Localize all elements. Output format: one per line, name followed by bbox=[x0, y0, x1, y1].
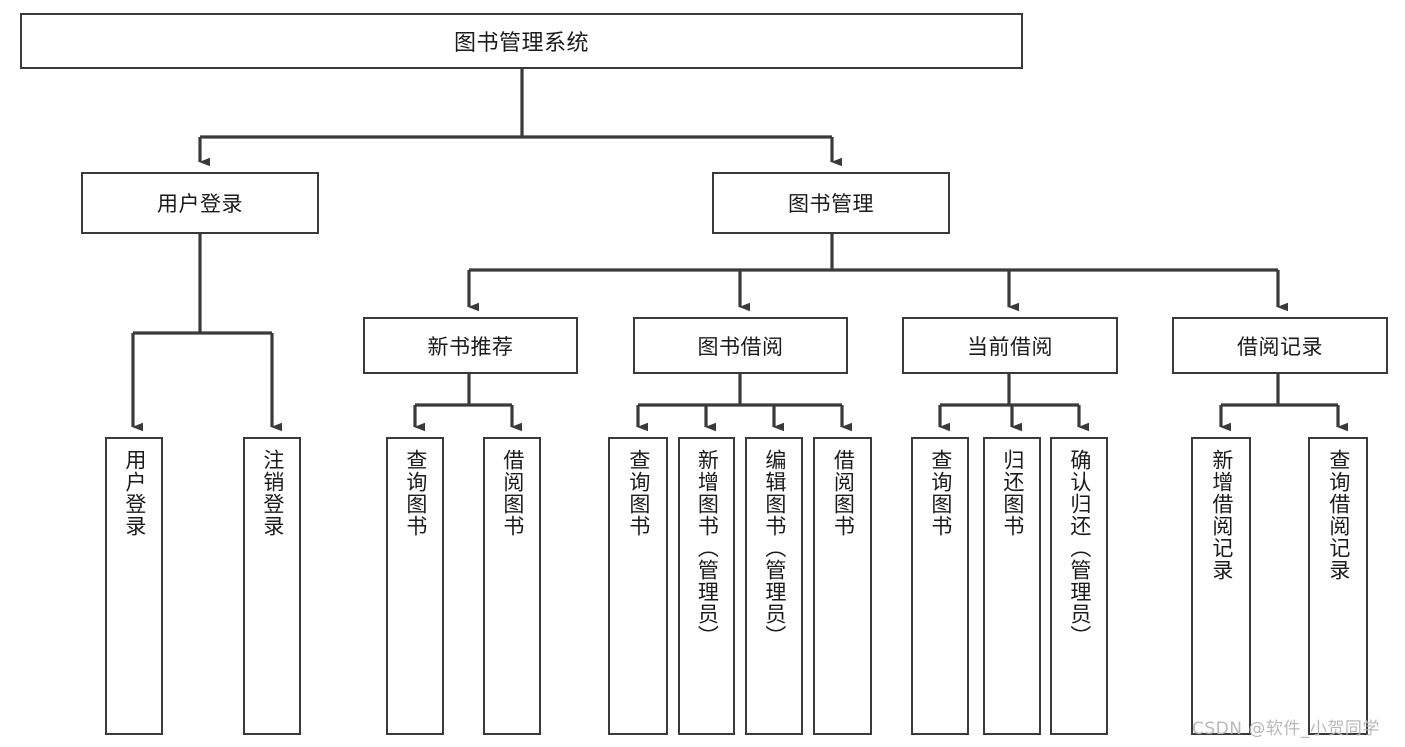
node-leaf-query-book-borrow[interactable]: 查询图书 bbox=[608, 437, 668, 735]
node-borrow-record-label: 借阅记录 bbox=[1237, 334, 1323, 359]
node-leaf-borrow-book[interactable]: 借阅图书 bbox=[813, 437, 872, 735]
node-leaf-borrow-book-label: 借阅图书 bbox=[831, 449, 856, 537]
node-new-book-recommend[interactable]: 新书推荐 bbox=[363, 317, 578, 374]
node-leaf-logout-login-label: 注销登录 bbox=[260, 449, 285, 537]
node-new-book-recommend-label: 新书推荐 bbox=[427, 334, 514, 359]
node-leaf-confirm-return[interactable]: 确认归还（管理员） bbox=[1050, 437, 1108, 735]
node-current-borrow[interactable]: 当前借阅 bbox=[902, 317, 1118, 374]
node-leaf-return-book[interactable]: 归还图书 bbox=[983, 437, 1041, 735]
node-leaf-add-book-admin[interactable]: 新增图书（管理员） bbox=[678, 437, 735, 735]
node-leaf-user-login[interactable]: 用户登录 bbox=[105, 437, 163, 735]
node-leaf-borrow-book-rec-label: 借阅图书 bbox=[500, 449, 525, 537]
node-leaf-edit-book-admin-label: 编辑图书（管理员） bbox=[762, 449, 787, 647]
node-leaf-query-borrow-record-label: 查询借阅记录 bbox=[1326, 449, 1351, 581]
node-leaf-add-borrow-record[interactable]: 新增借阅记录 bbox=[1191, 437, 1251, 735]
node-book-manage[interactable]: 图书管理 bbox=[712, 172, 950, 234]
csdn-watermark: CSDN @软件_小贺同学 bbox=[1192, 719, 1380, 739]
node-book-borrow[interactable]: 图书借阅 bbox=[633, 317, 848, 374]
node-leaf-add-borrow-record-label: 新增借阅记录 bbox=[1209, 449, 1234, 581]
node-leaf-query-borrow-record[interactable]: 查询借阅记录 bbox=[1308, 437, 1368, 735]
node-leaf-query-book-current-label: 查询图书 bbox=[928, 449, 953, 537]
node-user-login[interactable]: 用户登录 bbox=[81, 172, 319, 234]
node-leaf-query-book-rec[interactable]: 查询图书 bbox=[386, 437, 444, 735]
node-root-label: 图书管理系统 bbox=[453, 31, 589, 56]
node-current-borrow-label: 当前借阅 bbox=[967, 334, 1053, 359]
node-leaf-query-book-rec-label: 查询图书 bbox=[403, 449, 428, 537]
node-leaf-add-book-admin-label: 新增图书（管理员） bbox=[695, 449, 720, 647]
node-book-borrow-label: 图书借阅 bbox=[697, 334, 784, 359]
node-leaf-return-book-label: 归还图书 bbox=[1000, 449, 1025, 537]
node-leaf-edit-book-admin[interactable]: 编辑图书（管理员） bbox=[745, 437, 803, 735]
node-root[interactable]: 图书管理系统 bbox=[20, 13, 1023, 69]
node-leaf-query-book-borrow-label: 查询图书 bbox=[626, 449, 651, 537]
node-leaf-query-book-current[interactable]: 查询图书 bbox=[911, 437, 969, 735]
node-borrow-record[interactable]: 借阅记录 bbox=[1172, 317, 1388, 374]
node-leaf-user-login-label: 用户登录 bbox=[122, 449, 147, 537]
node-user-login-label: 用户登录 bbox=[157, 192, 243, 216]
node-leaf-logout-login[interactable]: 注销登录 bbox=[243, 437, 301, 735]
node-leaf-confirm-return-label: 确认归还（管理员） bbox=[1067, 449, 1092, 647]
node-book-manage-label: 图书管理 bbox=[788, 192, 874, 216]
node-leaf-borrow-book-rec[interactable]: 借阅图书 bbox=[483, 437, 541, 735]
